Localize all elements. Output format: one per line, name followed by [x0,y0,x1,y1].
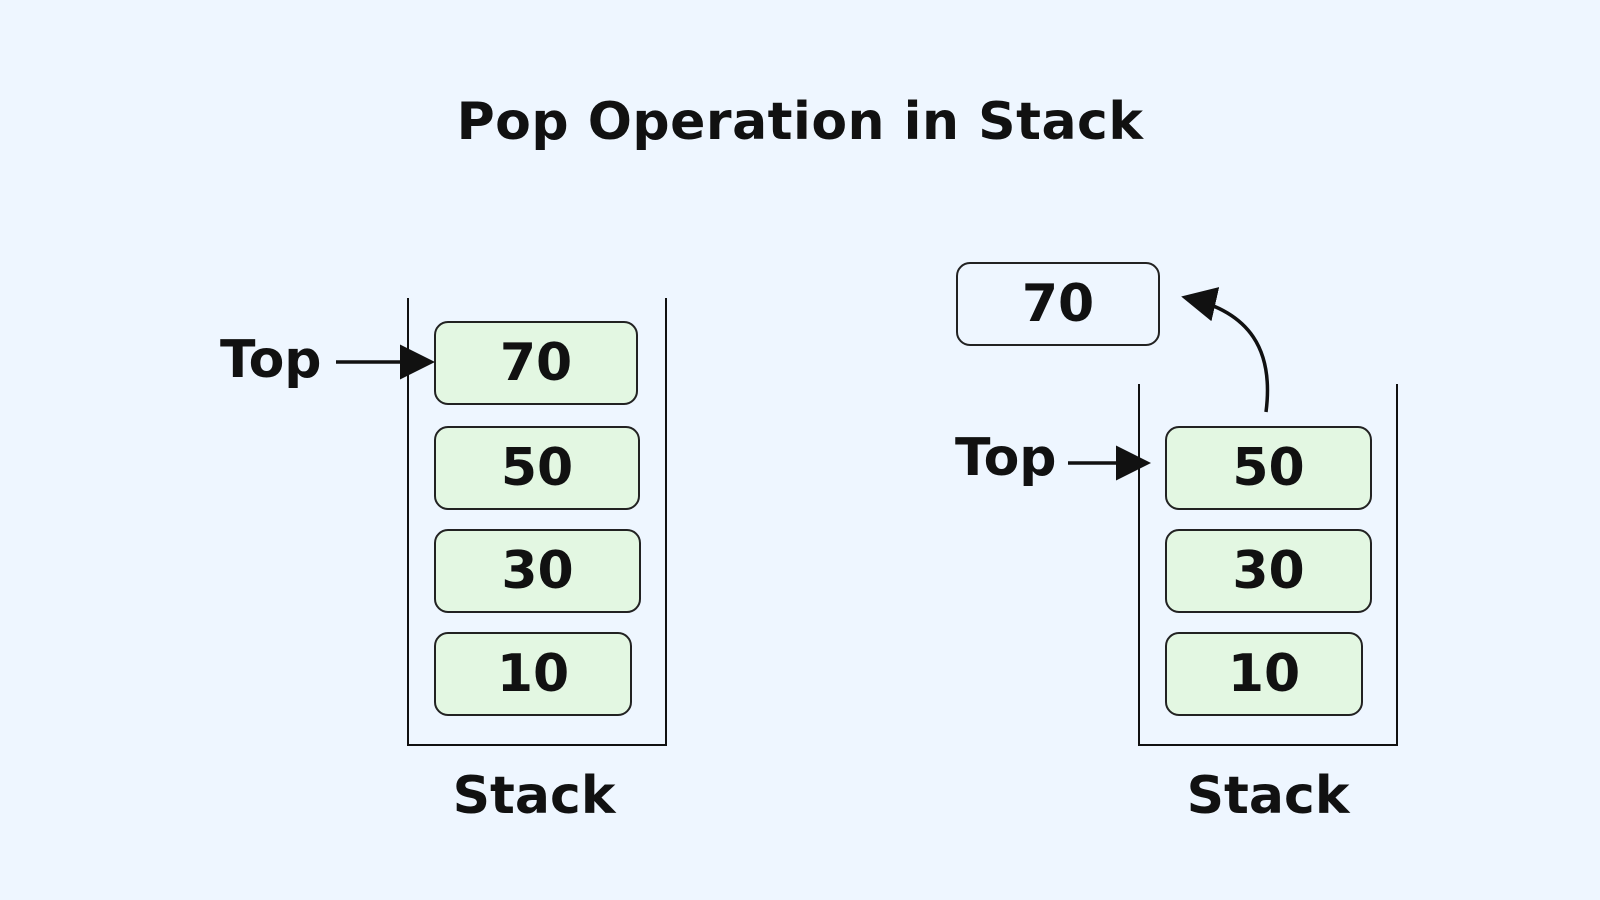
stack-item-after-50: 50 [1165,426,1372,510]
stack-caption-before: Stack [452,766,616,826]
stack-item-after-10: 10 [1165,632,1363,716]
top-label-before: Top [220,330,322,390]
stack-caption-after: Stack [1186,766,1350,826]
popped-item: 70 [956,262,1160,346]
page-title: Pop Operation in Stack [456,92,1144,152]
top-label-after: Top [955,428,1057,488]
stack-container-before [407,298,667,746]
stack-item-before-30: 30 [434,529,641,613]
stack-item-after-30: 30 [1165,529,1372,613]
stack-item-before-10: 10 [434,632,632,716]
pop-arrow [1181,287,1270,413]
stack-item-before-70: 70 [434,321,638,405]
stack-item-before-50: 50 [434,426,640,510]
stack-container-after [1138,384,1398,746]
